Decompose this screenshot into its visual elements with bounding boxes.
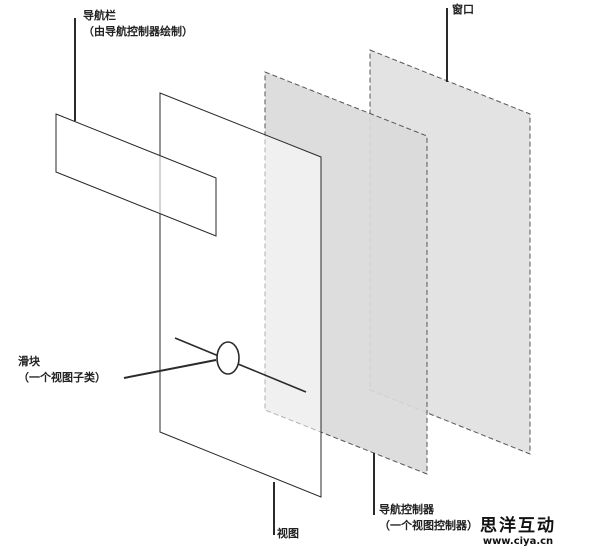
nav-controller-label: 导航控制器 （一个视图控制器） xyxy=(379,502,478,534)
nav-controller-label-note: （一个视图控制器） xyxy=(379,519,478,532)
watermark-url: www.ciya.cn xyxy=(482,536,554,547)
nav-bar-label: 导航栏 （由导航控制器绘制） xyxy=(83,8,193,40)
nav-bar-label-title: 导航栏 xyxy=(83,9,116,22)
slider-leader xyxy=(123,359,217,379)
view-label-title: 视图 xyxy=(277,527,299,540)
slider-label-title: 滑块 xyxy=(18,355,40,368)
window-label: 窗口 xyxy=(452,2,474,18)
window-label-title: 窗口 xyxy=(452,3,474,16)
nav-bar-label-note: （由导航控制器绘制） xyxy=(83,25,193,38)
slider-label-note: （一个视图子类） xyxy=(18,371,106,384)
slider-thumb xyxy=(216,341,240,375)
watermark: 思洋互动 www.ciya.cn xyxy=(480,516,556,548)
slider-label: 滑块 （一个视图子类） xyxy=(18,354,106,386)
nav-bar-shape xyxy=(55,113,217,237)
nav-controller-label-title: 导航控制器 xyxy=(379,503,434,516)
watermark-name: 思洋互动 xyxy=(480,516,556,536)
view-label: 视图 xyxy=(277,526,299,542)
view-layer xyxy=(159,92,322,498)
slider-track xyxy=(174,337,307,393)
